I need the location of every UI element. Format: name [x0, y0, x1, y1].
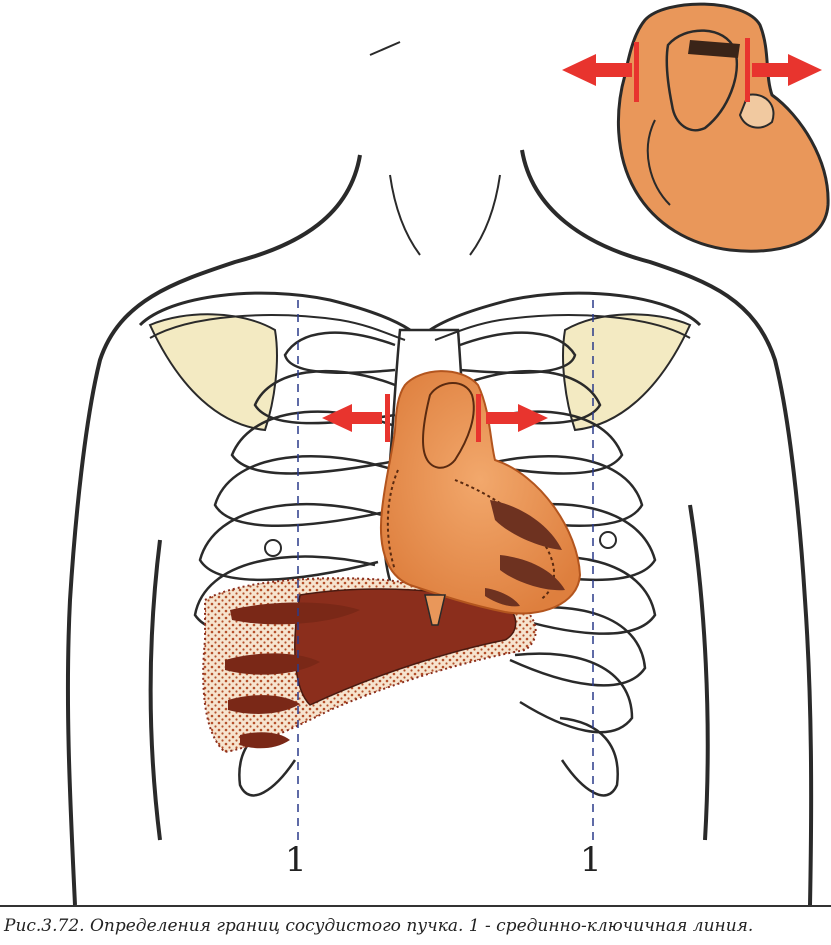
- inset-border-marker-left: [634, 42, 639, 102]
- lung-apex-right: [563, 314, 690, 430]
- inset-heart: [562, 4, 828, 251]
- midclavicular-label-right: 1: [580, 840, 602, 880]
- chest-anatomy-diagram: [0, 0, 831, 905]
- lung-apex-left: [150, 314, 277, 430]
- neck-line: [390, 175, 420, 255]
- midclavicular-label-left: 1: [285, 840, 307, 880]
- nipple-right: [600, 532, 616, 548]
- inset-arrow-left-icon: [562, 54, 632, 86]
- inset-border-marker-right: [745, 38, 750, 102]
- neck-line: [470, 175, 500, 255]
- border-marker-left: [385, 394, 390, 442]
- arm-line-right: [690, 505, 708, 840]
- border-marker-right: [476, 394, 481, 442]
- arm-line-left: [151, 540, 160, 840]
- chin-mark: [370, 42, 400, 55]
- inset-heart-shape: [618, 4, 828, 251]
- torso-outline: [68, 155, 360, 905]
- nipple-left: [265, 540, 281, 556]
- arrow-right-icon: [486, 404, 548, 432]
- figure-caption: Рис.3.72. Определения границ сосудистого…: [0, 905, 831, 945]
- arrow-left-icon: [322, 404, 382, 432]
